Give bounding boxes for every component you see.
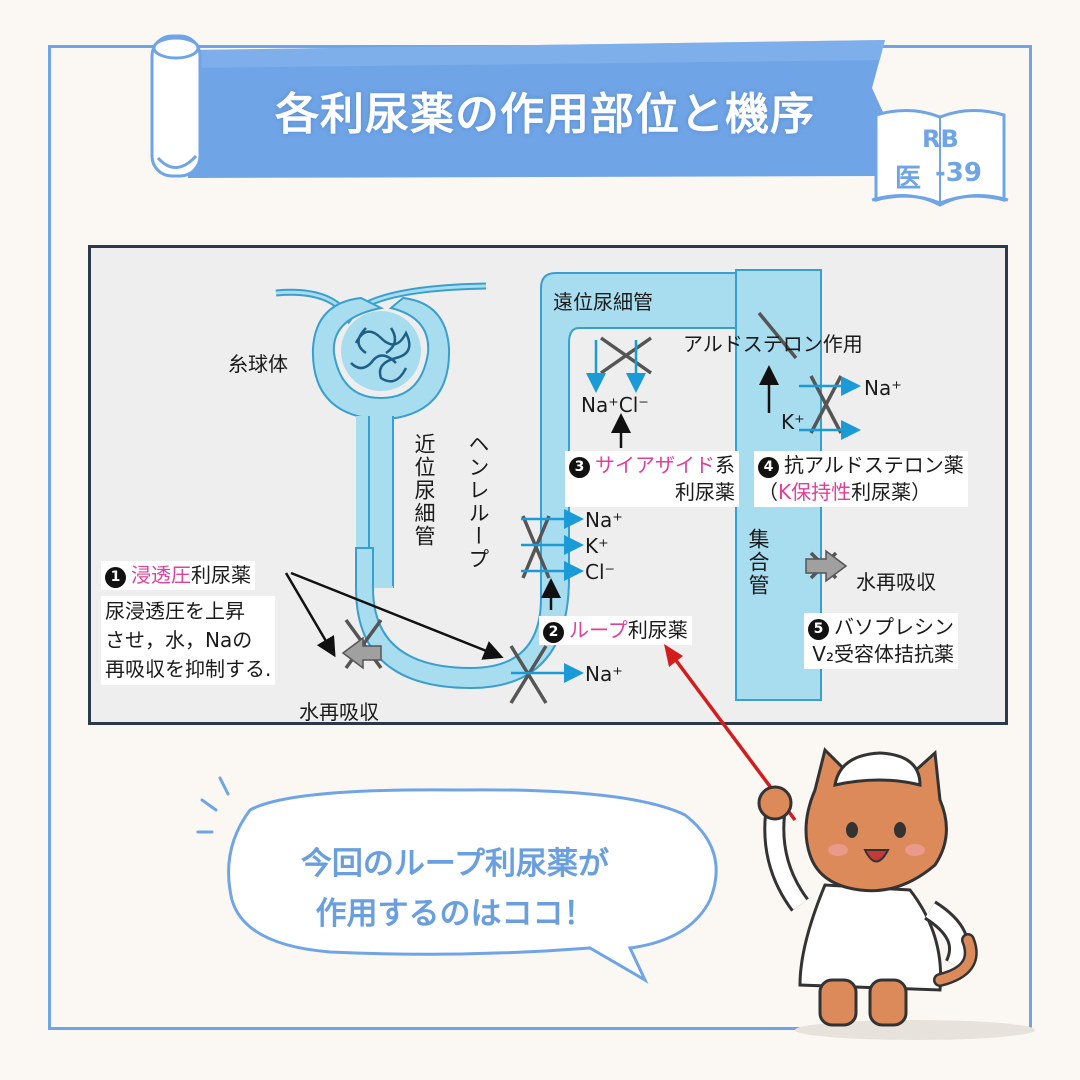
label-distal-tubule: 遠位尿細管 bbox=[553, 290, 653, 314]
ion-k-collecting: K⁺ bbox=[781, 410, 805, 434]
nephron-diagram: 糸球体 近位尿細管 ヘンレループ 遠位尿細管 集合管 アルドステロン作用 水再吸… bbox=[88, 245, 1008, 725]
speech-line-1: 今回のループ利尿薬が bbox=[300, 846, 610, 882]
badge-num: -39 bbox=[935, 158, 982, 188]
speech-bubble bbox=[196, 776, 718, 984]
ion-nacl: Na⁺Cl⁻ bbox=[581, 393, 649, 417]
badge-i: 医 bbox=[895, 164, 922, 194]
speech-line-2: 作用するのはココ！ bbox=[315, 896, 595, 932]
drug-1-number: 1 bbox=[105, 567, 126, 588]
ion-na-loop: Na⁺ bbox=[585, 508, 623, 532]
ion-k-loop: K⁺ bbox=[585, 534, 609, 558]
label-aldosterone-action: アルドステロン作用 bbox=[683, 332, 863, 356]
ion-cl-loop: Cl⁻ bbox=[585, 560, 616, 584]
book-icon bbox=[871, 108, 1009, 207]
cat-nurse-mascot bbox=[757, 747, 1035, 1040]
label-water-reabsorption-right: 水再吸収 bbox=[856, 570, 936, 594]
label-henle-loop: ヘンレループ bbox=[466, 433, 490, 571]
ion-na-bottom: Na⁺ bbox=[585, 662, 623, 686]
drug-1-description: 尿浸透圧を上昇 させ，水，Naの 再吸収を抑制する. bbox=[101, 596, 276, 685]
title-banner bbox=[150, 34, 892, 178]
label-collecting-duct: 集合管 bbox=[746, 528, 770, 597]
label-proximal-tubule: 近位尿細管 bbox=[412, 433, 436, 548]
label-glomerulus: 糸球体 bbox=[228, 352, 288, 376]
page-title: 各利尿薬の作用部位と機序 bbox=[275, 89, 815, 140]
badge-rb: RB bbox=[922, 125, 959, 153]
ion-na-collecting: Na⁺ bbox=[864, 376, 902, 400]
label-water-reabsorption-left: 水再吸収 bbox=[299, 700, 379, 724]
